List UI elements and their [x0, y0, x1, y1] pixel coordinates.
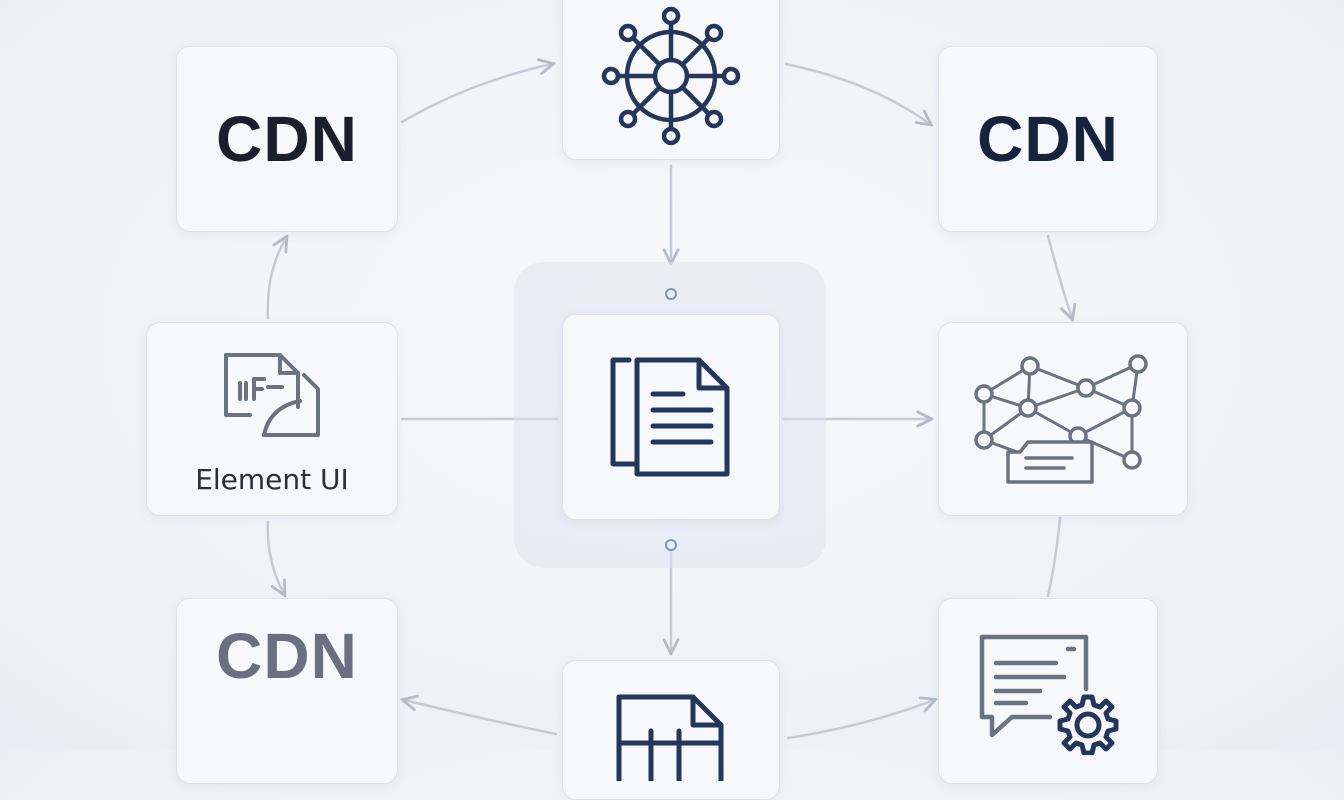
table-file-icon: [616, 694, 724, 781]
connector-element-to-cdn-down: [266, 520, 284, 594]
element-ui-label: Element UI: [195, 462, 349, 496]
cdn-label: CDN: [977, 103, 1119, 175]
connector-cdn-to-graph: [1046, 234, 1072, 318]
message-settings-icon: [979, 634, 1119, 755]
connector-cdn-to-hub: [400, 64, 552, 124]
connection-dot-bottom: [665, 539, 677, 551]
cdn-node-top-right[interactable]: CDN: [938, 46, 1158, 232]
documents-icon: [610, 357, 730, 477]
network-graph-node[interactable]: [938, 322, 1188, 516]
connector-table-to-cdn: [404, 700, 558, 736]
connector-hub-to-cdn: [784, 62, 930, 124]
connector-graph-to-settings: [1046, 516, 1062, 598]
center-documents-node[interactable]: [562, 314, 780, 520]
connector-table-to-settings: [786, 700, 934, 740]
cdn-label: CDN: [216, 103, 358, 175]
network-graph-icon: [974, 354, 1148, 484]
network-hub-node[interactable]: [562, 0, 780, 160]
network-wheel-icon: [601, 6, 741, 146]
element-ui-node[interactable]: Element UI: [146, 322, 398, 516]
connection-dot-top: [665, 288, 677, 300]
cdn-label: CDN: [216, 620, 358, 692]
connector-element-to-cdn-up: [266, 238, 286, 320]
message-settings-node[interactable]: [938, 598, 1158, 784]
table-file-node[interactable]: [562, 660, 780, 800]
file-code-icon: [224, 352, 320, 437]
cdn-node-top-left[interactable]: CDN: [176, 46, 398, 232]
cdn-node-bottom-left[interactable]: CDN: [176, 598, 398, 784]
